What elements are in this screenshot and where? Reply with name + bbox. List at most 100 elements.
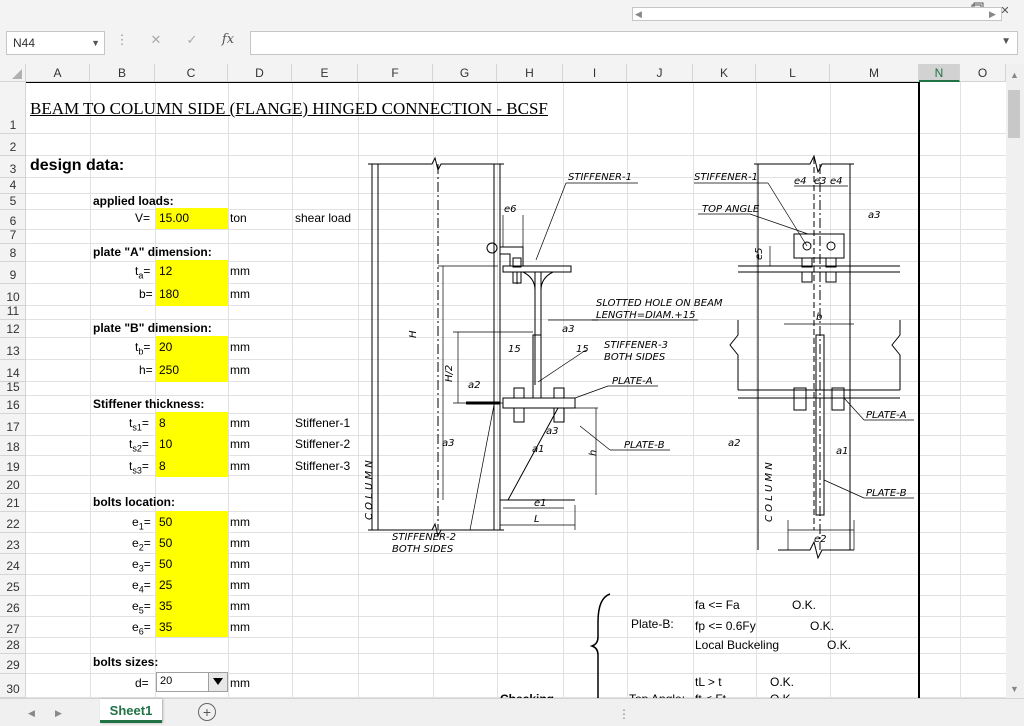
tb-input-cell[interactable] — [156, 336, 228, 359]
bolts-location-input-block[interactable] — [156, 511, 228, 637]
close-window-icon[interactable]: ✕ — [1000, 5, 1010, 17]
ta-value[interactable]: 12 — [159, 264, 173, 278]
row-header-2[interactable]: 2 — [0, 134, 25, 156]
next-sheet-icon[interactable]: ▶ — [55, 708, 62, 718]
column-header-b[interactable]: B — [90, 64, 155, 82]
column-header-a[interactable]: A — [26, 64, 90, 82]
ts2-value[interactable]: 10 — [159, 437, 173, 451]
row-header-10[interactable]: 10 — [0, 284, 25, 306]
column-header-f[interactable]: F — [358, 64, 433, 82]
ts3-input-cell[interactable] — [156, 455, 228, 477]
row-header-24[interactable]: 24 — [0, 554, 25, 575]
scroll-up-icon[interactable]: ▲ — [1010, 70, 1019, 80]
column-header-d[interactable]: D — [228, 64, 292, 82]
row-header-21[interactable]: 21 — [0, 494, 25, 512]
column-header-e[interactable]: E — [292, 64, 358, 82]
expand-formula-icon[interactable]: ▼ — [1001, 36, 1011, 47]
e5-value[interactable]: 35 — [159, 599, 173, 613]
e2-value[interactable]: 50 — [159, 536, 173, 550]
horizontal-scrollbar[interactable]: ◀ ▶ — [632, 7, 1002, 21]
row-header-30[interactable]: 30 — [0, 674, 25, 698]
column-header-c[interactable]: C — [155, 64, 228, 82]
v-input-cell[interactable] — [156, 208, 228, 229]
row-header-18[interactable]: 18 — [0, 436, 25, 456]
column-header-j[interactable]: J — [627, 64, 693, 82]
plate-a-heading[interactable]: plate "A" dimension: — [93, 245, 212, 259]
row-header-27[interactable]: 27 — [0, 617, 25, 638]
scroll-right-icon[interactable]: ▶ — [989, 9, 996, 19]
row-header-6[interactable]: 6 — [0, 210, 25, 230]
column-header-l[interactable]: L — [756, 64, 830, 82]
column-header-n[interactable]: N — [919, 64, 960, 82]
column-header-o[interactable]: O — [960, 64, 1006, 82]
e1-value[interactable]: 50 — [159, 515, 173, 529]
row-header-14[interactable]: 14 — [0, 360, 25, 382]
row-header-17[interactable]: 17 — [0, 414, 25, 436]
insert-function-icon[interactable]: fx — [221, 32, 235, 47]
confirm-entry-icon[interactable]: ✓ — [186, 32, 198, 47]
b-value[interactable]: 180 — [159, 287, 180, 301]
h-value[interactable]: 250 — [159, 363, 180, 377]
bolts-location-heading[interactable]: bolts location: — [93, 495, 175, 509]
row-header-28[interactable]: 28 — [0, 638, 25, 654]
row-header-26[interactable]: 26 — [0, 596, 25, 617]
plate-b-heading[interactable]: plate "B" dimension: — [93, 321, 212, 335]
e3-value[interactable]: 50 — [159, 557, 173, 571]
cancel-entry-icon[interactable]: ✕ — [150, 32, 162, 47]
column-header-k[interactable]: K — [693, 64, 756, 82]
row-header-12[interactable]: 12 — [0, 320, 25, 338]
stiffener-thickness-heading[interactable]: Stiffener thickness: — [93, 397, 205, 411]
row-header-4[interactable]: 4 — [0, 178, 25, 194]
row-header-9[interactable]: 9 — [0, 262, 25, 284]
column-header-m[interactable]: M — [830, 64, 919, 82]
row-header-16[interactable]: 16 — [0, 396, 25, 414]
applied-loads-heading[interactable]: applied loads: — [93, 194, 174, 208]
sheet-title[interactable]: BEAM TO COLUMN SIDE (FLANGE) HINGED CONN… — [30, 99, 548, 118]
ts1-value[interactable]: 8 — [159, 416, 166, 430]
bolts-sizes-heading[interactable]: bolts sizes: — [93, 655, 159, 669]
b-input-cell[interactable] — [156, 283, 228, 306]
ts2-input-cell[interactable] — [156, 434, 228, 455]
row-header-19[interactable]: 19 — [0, 456, 25, 476]
row-header-15[interactable]: 15 — [0, 380, 25, 396]
sheet-tab-sheet1[interactable]: Sheet1 — [100, 699, 162, 723]
row-header-25[interactable]: 25 — [0, 575, 25, 596]
e6-value[interactable]: 35 — [159, 620, 173, 634]
row-header-8[interactable]: 8 — [0, 244, 25, 262]
e4-value[interactable]: 25 — [159, 578, 173, 592]
scroll-left-icon[interactable]: ◀ — [635, 9, 642, 19]
chevron-down-icon[interactable]: ▼ — [91, 38, 100, 48]
row-header-1[interactable]: 1 — [0, 82, 25, 134]
row-header-3[interactable]: 3 — [0, 156, 25, 178]
add-sheet-icon[interactable]: + — [198, 703, 216, 721]
chevron-down-icon[interactable] — [208, 673, 227, 691]
v-value[interactable]: 15.00 — [159, 211, 190, 225]
ts1-input-cell[interactable] — [156, 412, 228, 434]
previous-sheet-icon[interactable]: ◀ — [28, 708, 35, 718]
drag-handle-icon[interactable]: ⋮ — [115, 32, 129, 47]
row-header-22[interactable]: 22 — [0, 512, 25, 533]
row-header-11[interactable]: 11 — [0, 304, 25, 320]
name-box[interactable]: N44▼ — [6, 31, 105, 55]
select-all-corner[interactable] — [0, 64, 26, 82]
tb-value[interactable]: 20 — [159, 340, 173, 354]
ts3-value[interactable]: 8 — [159, 459, 166, 473]
vertical-scrollbar[interactable]: ▲ ▼ — [1006, 64, 1024, 698]
row-header-23[interactable]: 23 — [0, 533, 25, 554]
column-header-g[interactable]: G — [433, 64, 497, 82]
row-header-20[interactable]: 20 — [0, 476, 25, 494]
column-header-i[interactable]: I — [563, 64, 627, 82]
row-header-5[interactable]: 5 — [0, 194, 25, 210]
column-header-h[interactable]: H — [497, 64, 563, 82]
design-data-heading[interactable]: design data: — [30, 157, 125, 174]
scroll-down-icon[interactable]: ▼ — [1010, 684, 1019, 694]
tab-split-handle-icon[interactable]: ⋮ — [618, 707, 630, 721]
connection-drawing[interactable]: STIFFENER-1 STIFFENER-1 TOP ANGLE SLOTTE… — [358, 150, 918, 560]
h-input-cell[interactable] — [156, 359, 228, 382]
ta-input-cell[interactable] — [156, 260, 228, 283]
vertical-scroll-thumb[interactable] — [1008, 90, 1020, 138]
row-header-29[interactable]: 29 — [0, 654, 25, 674]
row-header-7[interactable]: 7 — [0, 228, 25, 244]
formula-input[interactable]: ▼ — [250, 31, 1018, 55]
row-header-13[interactable]: 13 — [0, 338, 25, 360]
